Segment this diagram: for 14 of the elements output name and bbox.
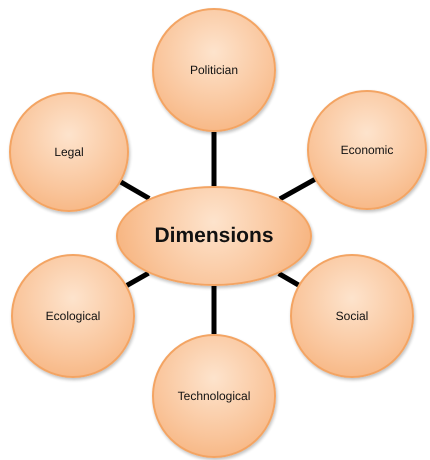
- node-label: Economic: [340, 143, 394, 157]
- node-label: Dimensions: [154, 224, 274, 248]
- node-label: Social: [336, 309, 368, 323]
- node-label: Technological: [178, 389, 250, 403]
- connector-line: [120, 180, 150, 201]
- connector-line: [278, 177, 316, 202]
- connector-line: [126, 271, 150, 288]
- node-label: Ecological: [46, 309, 100, 323]
- node-label: Politician: [190, 63, 238, 77]
- connector-line: [278, 271, 300, 288]
- connector-line: [212, 132, 216, 186]
- connector-line: [212, 286, 216, 334]
- node-label: Legal: [54, 145, 84, 159]
- ellipse-node: [116, 186, 312, 286]
